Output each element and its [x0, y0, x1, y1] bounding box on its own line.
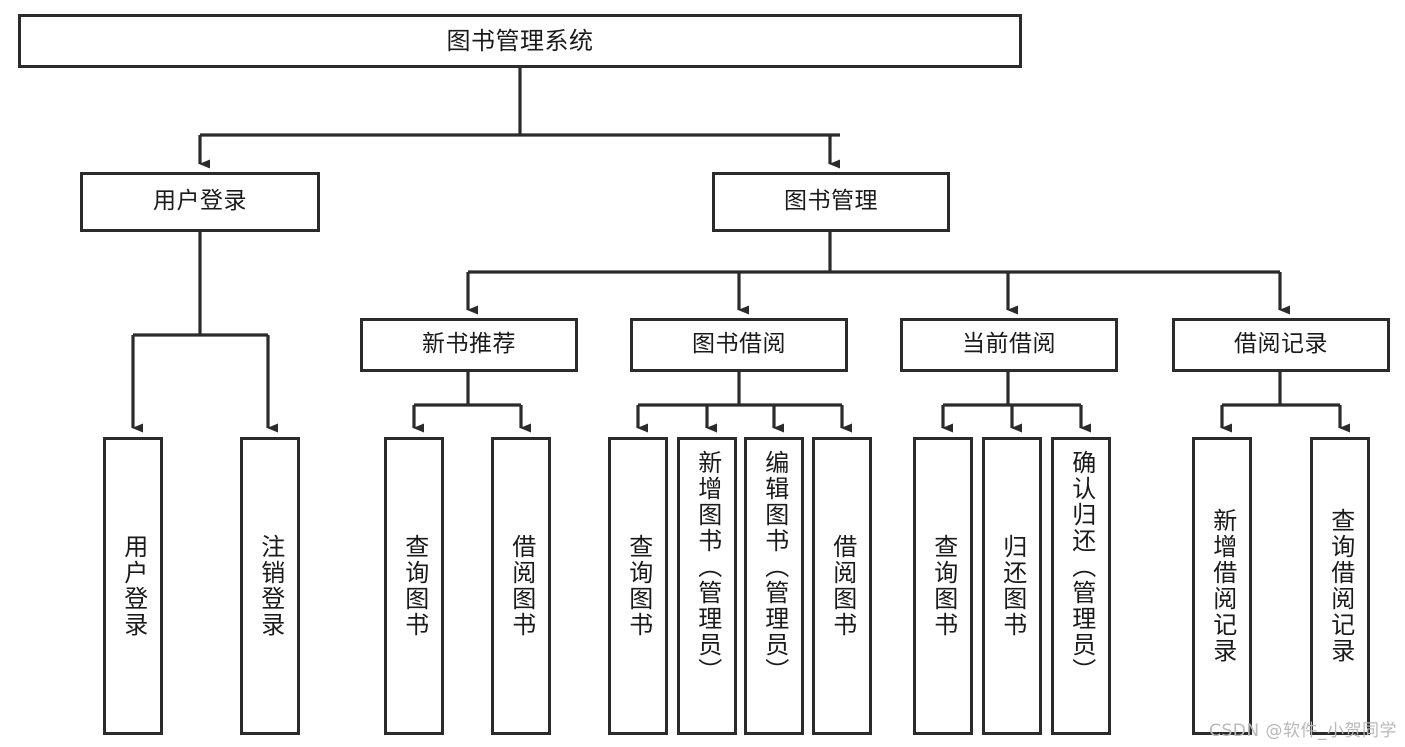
node-label: 当前借阅 [962, 331, 1056, 358]
node-leaf-user-login[interactable]: 用户登录 [103, 437, 163, 735]
node-label: 确认归还（管理员） [1067, 450, 1096, 684]
node-label: 查询图书 [929, 534, 958, 638]
node-leaf-query-book-borrow[interactable]: 查询图书 [608, 437, 668, 735]
node-book-borrow[interactable]: 图书借阅 [630, 318, 848, 372]
node-leaf-add-borrow-record[interactable]: 新增借阅记录 [1192, 437, 1252, 735]
node-label: 图书管理 [784, 188, 878, 215]
node-label: 查询图书 [400, 534, 429, 638]
node-label: 借阅记录 [1234, 331, 1328, 358]
node-current-borrow[interactable]: 当前借阅 [900, 318, 1118, 372]
node-borrow-record[interactable]: 借阅记录 [1172, 318, 1390, 372]
node-new-book-recommend[interactable]: 新书推荐 [360, 318, 578, 372]
node-leaf-query-book-current[interactable]: 查询图书 [913, 437, 973, 735]
csdn-watermark: CSDN @软件_小贺同学 [1209, 721, 1397, 741]
node-user-login[interactable]: 用户登录 [80, 172, 320, 232]
node-label: 借阅图书 [828, 534, 857, 638]
node-leaf-borrow-book-recommend[interactable]: 借阅图书 [491, 437, 551, 735]
node-label: 归还图书 [998, 534, 1027, 638]
node-label: 图书管理系统 [446, 26, 594, 55]
node-leaf-return-book[interactable]: 归还图书 [982, 437, 1042, 735]
node-leaf-add-book[interactable]: 新增图书（管理员） [677, 437, 737, 735]
node-label: 查询借阅记录 [1326, 508, 1355, 664]
node-book-management[interactable]: 图书管理 [712, 172, 950, 232]
node-label: 新增借阅记录 [1208, 508, 1237, 664]
node-label: 用户登录 [119, 534, 148, 638]
node-label: 新书推荐 [422, 331, 516, 358]
node-root-book-management-system[interactable]: 图书管理系统 [18, 14, 1022, 68]
node-label: 借阅图书 [507, 534, 536, 638]
node-leaf-user-logout[interactable]: 注销登录 [240, 437, 300, 735]
node-label: 新增图书（管理员） [693, 450, 722, 684]
node-leaf-borrow-book[interactable]: 借阅图书 [812, 437, 872, 735]
node-label: 查询图书 [624, 534, 653, 638]
node-leaf-confirm-return[interactable]: 确认归还（管理员） [1051, 437, 1111, 735]
node-label: 编辑图书（管理员） [760, 450, 789, 684]
node-leaf-query-borrow-record[interactable]: 查询借阅记录 [1310, 437, 1370, 735]
node-label: 注销登录 [256, 534, 285, 638]
node-leaf-edit-book[interactable]: 编辑图书（管理员） [744, 437, 804, 735]
node-label: 用户登录 [153, 188, 247, 215]
node-label: 图书借阅 [692, 331, 786, 358]
node-leaf-query-book-recommend[interactable]: 查询图书 [384, 437, 444, 735]
